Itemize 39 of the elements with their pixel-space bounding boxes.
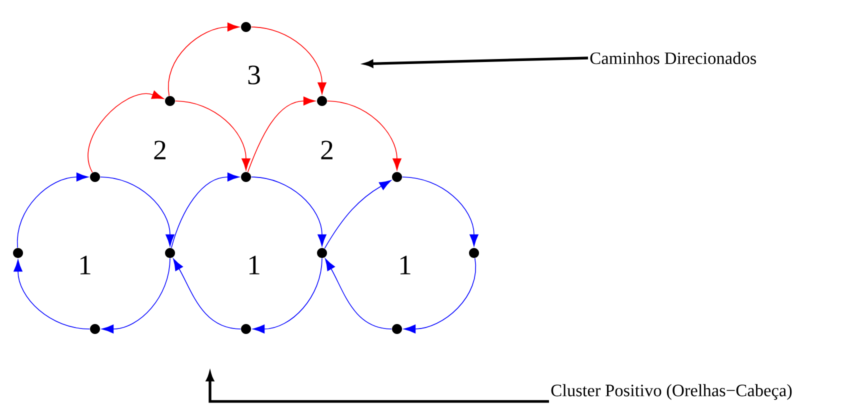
arrow xyxy=(324,180,392,249)
vertex-dot xyxy=(392,324,402,334)
vertex-dot xyxy=(165,96,175,106)
arrow xyxy=(102,258,170,334)
vertex-dot xyxy=(469,248,479,258)
arrow xyxy=(402,176,478,246)
vertex-dot xyxy=(392,172,402,182)
arrow xyxy=(170,172,240,248)
arrow xyxy=(17,172,88,248)
arrow xyxy=(247,96,316,172)
vertex-dot xyxy=(241,22,251,32)
annotation-text: Cluster Positivo (Orelhas−Cabeça) xyxy=(551,384,792,400)
region-number: 3 xyxy=(248,66,260,84)
vertex-dot xyxy=(317,96,327,106)
arrow xyxy=(252,258,322,334)
arrow xyxy=(88,90,164,173)
region-number: 1 xyxy=(400,256,410,274)
vertex-dot xyxy=(241,172,251,182)
arrow xyxy=(404,258,476,334)
vertex-dot xyxy=(90,324,100,334)
arrow xyxy=(168,22,240,96)
arrow xyxy=(250,176,326,246)
vertex-dot xyxy=(165,248,175,258)
arrow xyxy=(174,100,250,170)
annotation-text: Caminhos Direcionados xyxy=(590,52,756,64)
region-number: 1 xyxy=(80,256,90,274)
arrow xyxy=(14,260,90,330)
arrow xyxy=(325,258,392,330)
region-number: 1 xyxy=(249,256,260,274)
vertex-dot xyxy=(90,172,100,182)
arrow xyxy=(173,258,242,330)
vertex-dot xyxy=(241,324,251,334)
arrow xyxy=(326,100,402,170)
vertex-dot xyxy=(13,248,24,258)
arrow xyxy=(250,26,326,94)
region-number: 2 xyxy=(154,140,166,160)
arrow xyxy=(100,176,174,246)
vertex-dot xyxy=(317,248,327,258)
region-number: 2 xyxy=(321,140,332,160)
